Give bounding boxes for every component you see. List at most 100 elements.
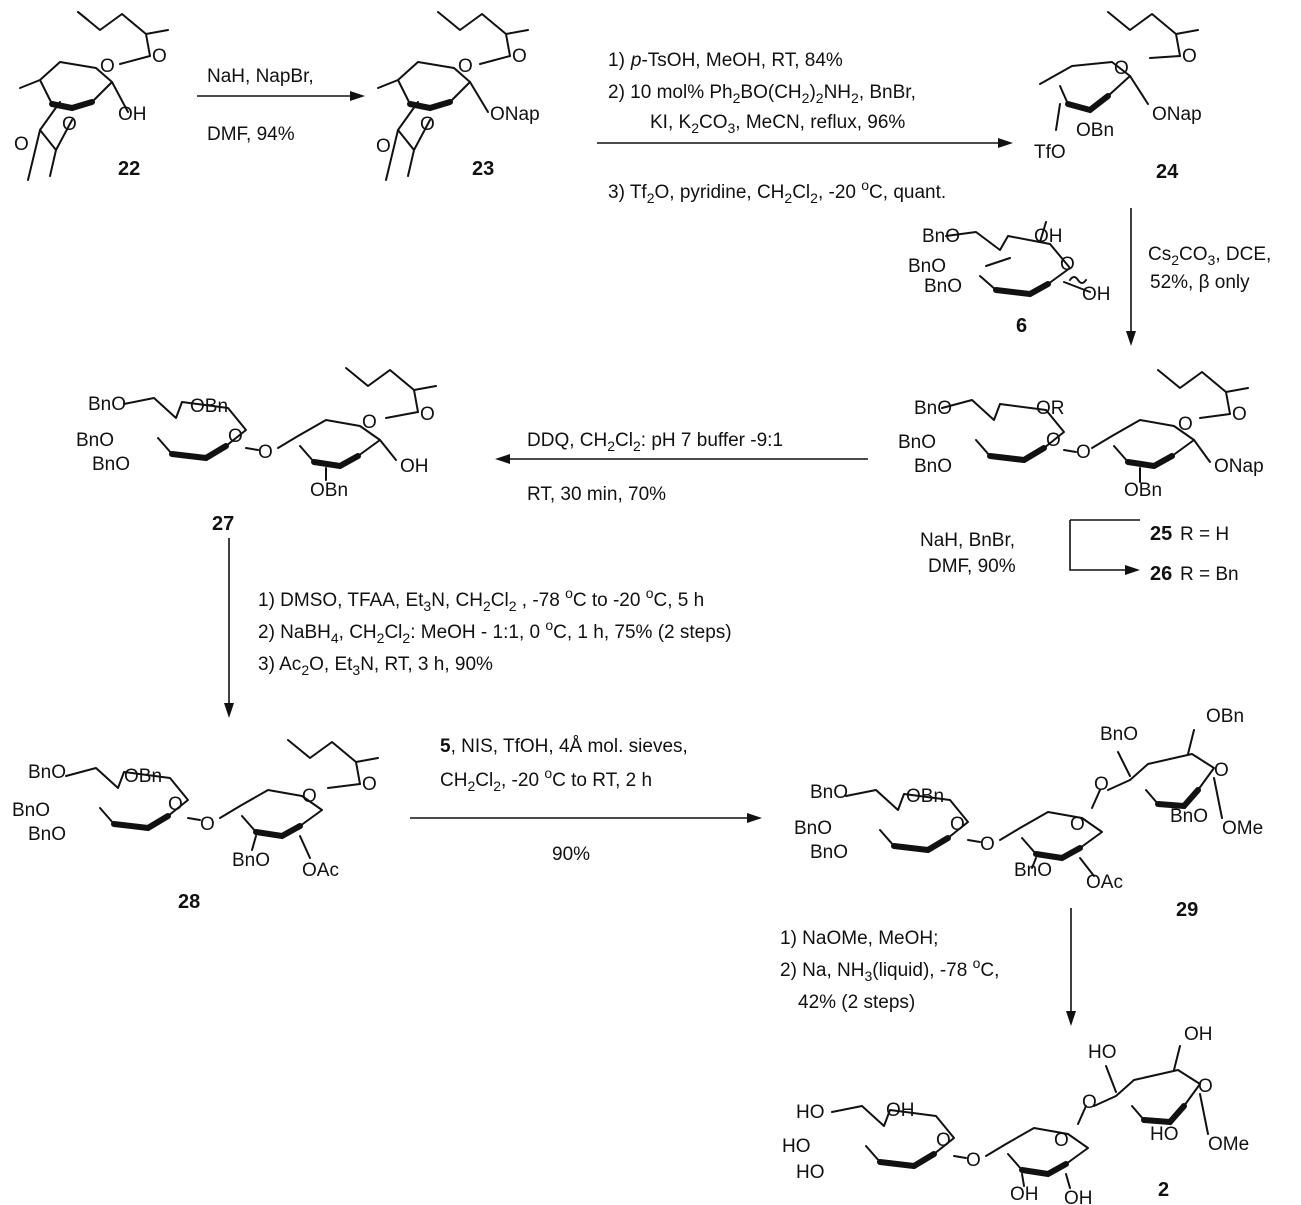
- bno-label: BnO: [232, 850, 270, 871]
- bno-4-label: BnO: [794, 818, 832, 839]
- ring-oxygen-label: O: [458, 56, 473, 77]
- bno-terminal-label: BnO: [1100, 724, 1138, 745]
- bno-6-label: BnO: [88, 394, 126, 415]
- tail-oxygen-label: O: [1232, 404, 1247, 425]
- r-equals-h-label: R = H: [1180, 524, 1229, 545]
- reaction-8-line3: 42% (2 steps): [798, 992, 915, 1013]
- reaction-arrow-6: 1) DMSO, TFAA, Et3N, CH2Cl2 , -78 oC to …: [224, 538, 732, 718]
- acetonide-oxygen-b: O: [376, 136, 391, 157]
- compound-number-29: 29: [1176, 899, 1198, 921]
- oac-label: OAc: [1086, 872, 1123, 893]
- ring-oxygen-label: O: [100, 56, 115, 77]
- reaction-6-step3: 3) Ac2O, Et3N, RT, 3 h, 90%: [258, 654, 493, 678]
- compound-number-23: 23: [472, 158, 494, 180]
- reaction-5-condition-line1: NaH, BnBr,: [920, 530, 1015, 551]
- glycosidic-oxygen-label: O: [200, 814, 215, 835]
- reaction-1-condition-line2: DMF, 94%: [207, 124, 295, 145]
- ring1-oxygen-label: O: [168, 794, 183, 815]
- ring-oxygen-label: O: [1114, 58, 1129, 79]
- ho-4-label: HO: [782, 1136, 811, 1157]
- bno-6-label: BnO: [28, 762, 66, 783]
- acetonide-oxygen-a: O: [62, 114, 77, 135]
- compound-27: BnO OBn BnO BnO O O O O OH OBn 27: [76, 367, 437, 535]
- ome-label: OMe: [1222, 818, 1263, 839]
- compound-22: O O OH O O 22: [14, 11, 169, 181]
- bno-terminal-2-label: BnO: [1170, 806, 1208, 827]
- compound-number-27: 27: [212, 513, 234, 535]
- compound-25-26: BnO OR BnO BnO O O O O ONap OBn 25 R = H…: [898, 369, 1264, 585]
- reaction-2-step3: 3) Tf2O, pyridine, CH2Cl2, -20 oC, quant…: [608, 177, 946, 206]
- obn-label: OBn: [1076, 120, 1114, 141]
- ring-oxygen-label: O: [1060, 254, 1075, 275]
- reaction-4-condition-line2: RT, 30 min, 70%: [527, 484, 666, 505]
- r-equals-bn-label: R = Bn: [1180, 564, 1239, 585]
- reaction-7-line1: 5, NIS, TfOH, 4Å mol. sieves,: [440, 736, 688, 757]
- bno-3-label: BnO: [914, 456, 952, 477]
- onap-label: ONap: [490, 104, 540, 125]
- ring1-oxygen-label: O: [936, 1130, 951, 1151]
- reaction-2-step1: 1)p-TsOH, MeOH, RT, 84%: [608, 50, 843, 71]
- tail-oxygen-label: O: [362, 774, 377, 795]
- reaction-7-line2: CH2Cl2, -20 oC to RT, 2 h: [440, 765, 652, 794]
- ring3-oxygen-label: O: [1214, 760, 1229, 781]
- ho-terminal-label: HO: [1088, 1042, 1117, 1063]
- reaction-7-yield: 90%: [552, 844, 590, 865]
- obn-2-label: OBn: [906, 786, 944, 807]
- ring3-oxygen-label: O: [1198, 1076, 1213, 1097]
- bno-4-label: BnO: [908, 256, 946, 277]
- bno-4-label: BnO: [76, 430, 114, 451]
- oh-label: OH: [400, 456, 429, 477]
- oh-2-label: OH: [1034, 226, 1063, 247]
- ring2-oxygen-label: O: [1178, 414, 1193, 435]
- bno-4-label: BnO: [12, 800, 50, 821]
- reaction-3-condition-line1: Cs2CO3, DCE,: [1148, 244, 1271, 268]
- ho-6-label: HO: [796, 1102, 825, 1123]
- oac-label: OAc: [302, 860, 339, 881]
- compound-6: BnO OH BnO BnO O OH 6: [908, 221, 1111, 337]
- compound-2: HO OH HO HO O O O OH OH O HO OH O HO OMe…: [782, 1024, 1249, 1205]
- obn-label: OBn: [1124, 480, 1162, 501]
- obn-2-label: OBn: [124, 766, 162, 787]
- oh-1-label: OH: [1082, 284, 1111, 305]
- ring2-oxygen-label: O: [1054, 1130, 1069, 1151]
- oh-b-label: OH: [1064, 1188, 1093, 1205]
- tail-oxygen-label: O: [512, 46, 527, 67]
- bno-6-label: BnO: [810, 782, 848, 803]
- obn-2-label: OBn: [190, 396, 228, 417]
- reaction-8-line2: 2) Na, NH3(liquid), -78 oC,: [780, 955, 999, 984]
- otf-label: TfO: [1034, 142, 1066, 163]
- or-label: OR: [1036, 398, 1065, 419]
- obn-3-label: OBn: [310, 480, 348, 501]
- compound-number-22: 22: [118, 158, 140, 180]
- reaction-3-condition-line2: 52%, β only: [1150, 272, 1250, 293]
- reaction-arrow-8: 1) NaOMe, MeOH; 2) Na, NH3(liquid), -78 …: [780, 908, 1076, 1026]
- compound-number-28: 28: [178, 891, 200, 913]
- compound-number-26: 26: [1150, 563, 1172, 585]
- bno-3-label: BnO: [28, 824, 66, 845]
- reaction-arrow-5: NaH, BnBr, DMF, 90%: [920, 519, 1140, 577]
- glycosidic-oxygen-2-label: O: [1094, 774, 1109, 795]
- reaction-6-step1: 1) DMSO, TFAA, Et3N, CH2Cl2 , -78 oC to …: [258, 585, 704, 614]
- onap-label: ONap: [1214, 456, 1264, 477]
- bno-6-label: BnO: [922, 226, 960, 247]
- tail-oxygen-label: O: [152, 46, 167, 67]
- compound-number-6: 6: [1016, 315, 1027, 337]
- bno-3-label: BnO: [924, 276, 962, 297]
- tail-oxygen-label: O: [1182, 46, 1197, 67]
- glycosidic-oxygen-label: O: [258, 442, 273, 463]
- reaction-arrow-3: Cs2CO3, DCE, 52%, β only: [1126, 208, 1271, 346]
- reaction-arrow-7: 5, NIS, TfOH, 4Å mol. sieves, CH2Cl2, -2…: [410, 736, 762, 865]
- ho-terminal-2-label: HO: [1150, 1124, 1179, 1145]
- acetonide-oxygen-b: O: [14, 134, 29, 155]
- ome-label: OMe: [1208, 1134, 1249, 1155]
- compound-29: BnO OBn BnO BnO O O O BnO OAc O BnO OBn …: [794, 706, 1263, 921]
- reaction-6-step2: 2) NaBH4, CH2Cl2: MeOH - 1:1, 0 oC, 1 h,…: [258, 617, 732, 646]
- compound-number-25: 25: [1150, 523, 1172, 545]
- reaction-8-line1: 1) NaOMe, MeOH;: [780, 928, 938, 949]
- glycosidic-oxygen-label: O: [980, 834, 995, 855]
- compound-28: BnO OBn BnO BnO O O O O BnO OAc 28: [12, 739, 379, 913]
- compound-23: O O ONap O O 23: [376, 11, 540, 181]
- glycosidic-oxygen-label: O: [1076, 442, 1091, 463]
- ho-3-label: HO: [796, 1162, 825, 1183]
